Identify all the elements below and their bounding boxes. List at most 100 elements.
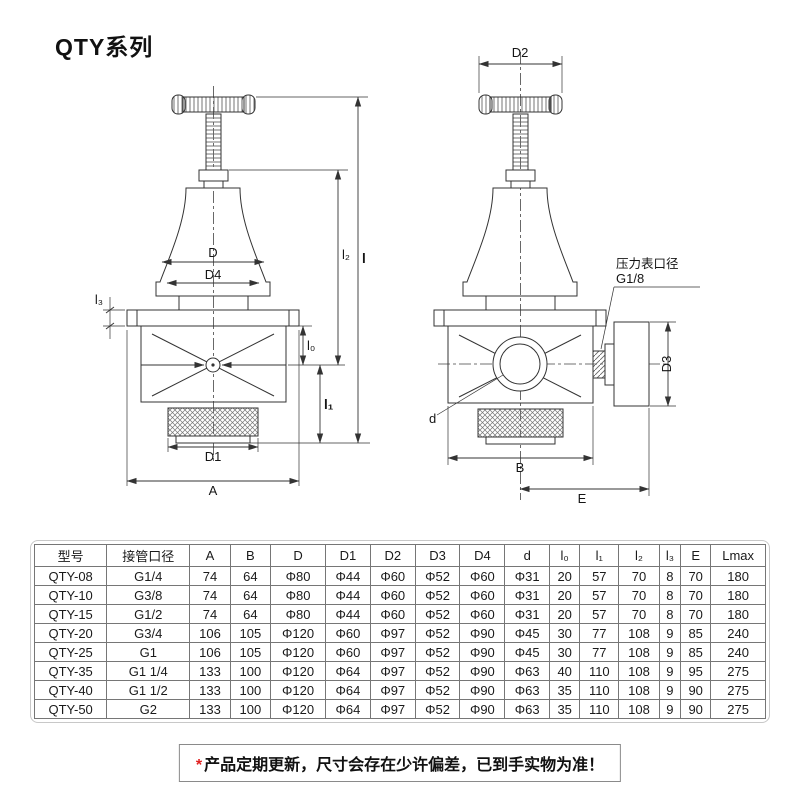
table-cell: Φ80 — [270, 566, 327, 586]
table-cell: Φ52 — [414, 680, 461, 700]
table-cell: QTY-15 — [33, 604, 108, 624]
table-cell: 240 — [710, 623, 766, 643]
table-cell: 8 — [658, 604, 682, 624]
table-cell: 275 — [710, 699, 766, 719]
column-header: l₃ — [658, 544, 682, 567]
table-cell: 108 — [618, 699, 660, 719]
table-cell: Φ45 — [504, 623, 551, 643]
table-cell: Φ120 — [270, 661, 327, 681]
footer-text: 产品定期更新，尺寸会存在少许偏差，已到手实物为准！ — [204, 757, 605, 774]
table-cell: Φ120 — [270, 623, 327, 643]
table-cell: 9 — [658, 680, 682, 700]
table-cell: 100 — [229, 661, 272, 681]
table-cell: 70 — [618, 585, 660, 605]
spring-bonnet — [462, 187, 578, 297]
table-cell: 74 — [189, 604, 231, 624]
table-cell: Φ97 — [369, 623, 416, 643]
table-cell: Φ31 — [504, 585, 551, 605]
table-cell: 30 — [549, 642, 581, 662]
technical-drawings: D D4 D1 A l₃ — [95, 45, 700, 506]
table-cell: Φ60 — [459, 604, 506, 624]
table-cell: Φ97 — [369, 699, 416, 719]
table-cell: 110 — [579, 699, 620, 719]
table-cell: Φ63 — [504, 680, 551, 700]
table-cell: 77 — [579, 623, 620, 643]
column-header: Lmax — [710, 544, 766, 567]
threaded-stem — [205, 113, 222, 171]
knurled-cap — [477, 408, 564, 438]
side-view-drawing: D2 D3 压力表口径 G1/8 d B — [429, 45, 700, 506]
table-cell: Φ60 — [369, 566, 416, 586]
table-cell: 110 — [579, 661, 620, 681]
table-cell: 57 — [579, 604, 620, 624]
table-cell: Φ63 — [504, 661, 551, 681]
column-header: l₂ — [618, 544, 660, 567]
table-cell: Φ52 — [414, 566, 461, 586]
table-cell: Φ97 — [369, 642, 416, 662]
table-cell: G2 — [106, 699, 191, 719]
table-cell: 110 — [579, 680, 620, 700]
table-cell: Φ31 — [504, 566, 551, 586]
port-opening — [492, 336, 548, 392]
table-cell: 40 — [549, 661, 581, 681]
column-header: D1 — [325, 544, 371, 567]
dim-label-D3: D3 — [659, 356, 674, 373]
table-cell: 133 — [189, 699, 231, 719]
table-cell: 9 — [658, 623, 682, 643]
table-cell: 275 — [710, 680, 766, 700]
table-cell: Φ90 — [459, 680, 506, 700]
table-cell: Φ80 — [270, 585, 327, 605]
gauge-port-annotation: 压力表口径 — [616, 257, 679, 271]
table-cell: 70 — [618, 604, 660, 624]
table-cell: Φ44 — [325, 604, 371, 624]
dim-label-D: D — [208, 245, 217, 260]
table-cell: Φ120 — [270, 699, 327, 719]
table-cell: Φ44 — [325, 566, 371, 586]
table-cell: Φ52 — [414, 585, 461, 605]
dim-label-A: A — [209, 483, 218, 498]
dim-label-l: l — [362, 251, 366, 266]
gauge-port-size: G1/8 — [616, 271, 644, 286]
table-cell: 9 — [658, 642, 682, 662]
column-header: l₀ — [549, 544, 581, 567]
column-header: D — [270, 544, 327, 567]
dim-label-D1: D1 — [205, 449, 222, 464]
column-header: 接管口径 — [106, 544, 191, 567]
table-cell: Φ90 — [459, 623, 506, 643]
side-view-dimensions: D2 D3 压力表口径 G1/8 d B — [429, 45, 700, 506]
table-cell: QTY-10 — [33, 585, 108, 605]
page-title: QTY系列 — [55, 34, 154, 60]
table-cell: 180 — [710, 585, 766, 605]
table-cell: Φ97 — [369, 680, 416, 700]
table-cell: Φ60 — [459, 585, 506, 605]
table-cell: 64 — [229, 566, 272, 586]
front-view-drawing: D D4 D1 A l₃ — [95, 86, 370, 498]
table-cell: 57 — [579, 566, 620, 586]
table-cell: QTY-35 — [33, 661, 108, 681]
table-cell: Φ60 — [459, 566, 506, 586]
footer-note: *产品定期更新，尺寸会存在少许偏差，已到手实物为准！ — [178, 744, 622, 782]
table-cell: 106 — [189, 623, 231, 643]
threaded-stem — [512, 113, 529, 171]
table-cell: Φ63 — [504, 699, 551, 719]
column-header: D4 — [459, 544, 506, 567]
table-cell: Φ90 — [459, 661, 506, 681]
dim-label-l1: l₁ — [324, 397, 334, 412]
front-view-dimensions: D D4 D1 A l₃ — [95, 96, 370, 498]
table-cell: G1 1/4 — [106, 661, 191, 681]
table-cell: 70 — [618, 566, 660, 586]
table-cell: 35 — [549, 699, 581, 719]
table-cell: 180 — [710, 604, 766, 624]
table-cell: Φ52 — [414, 661, 461, 681]
dim-label-l2: l₂ — [342, 247, 350, 262]
column-header: B — [229, 544, 272, 567]
